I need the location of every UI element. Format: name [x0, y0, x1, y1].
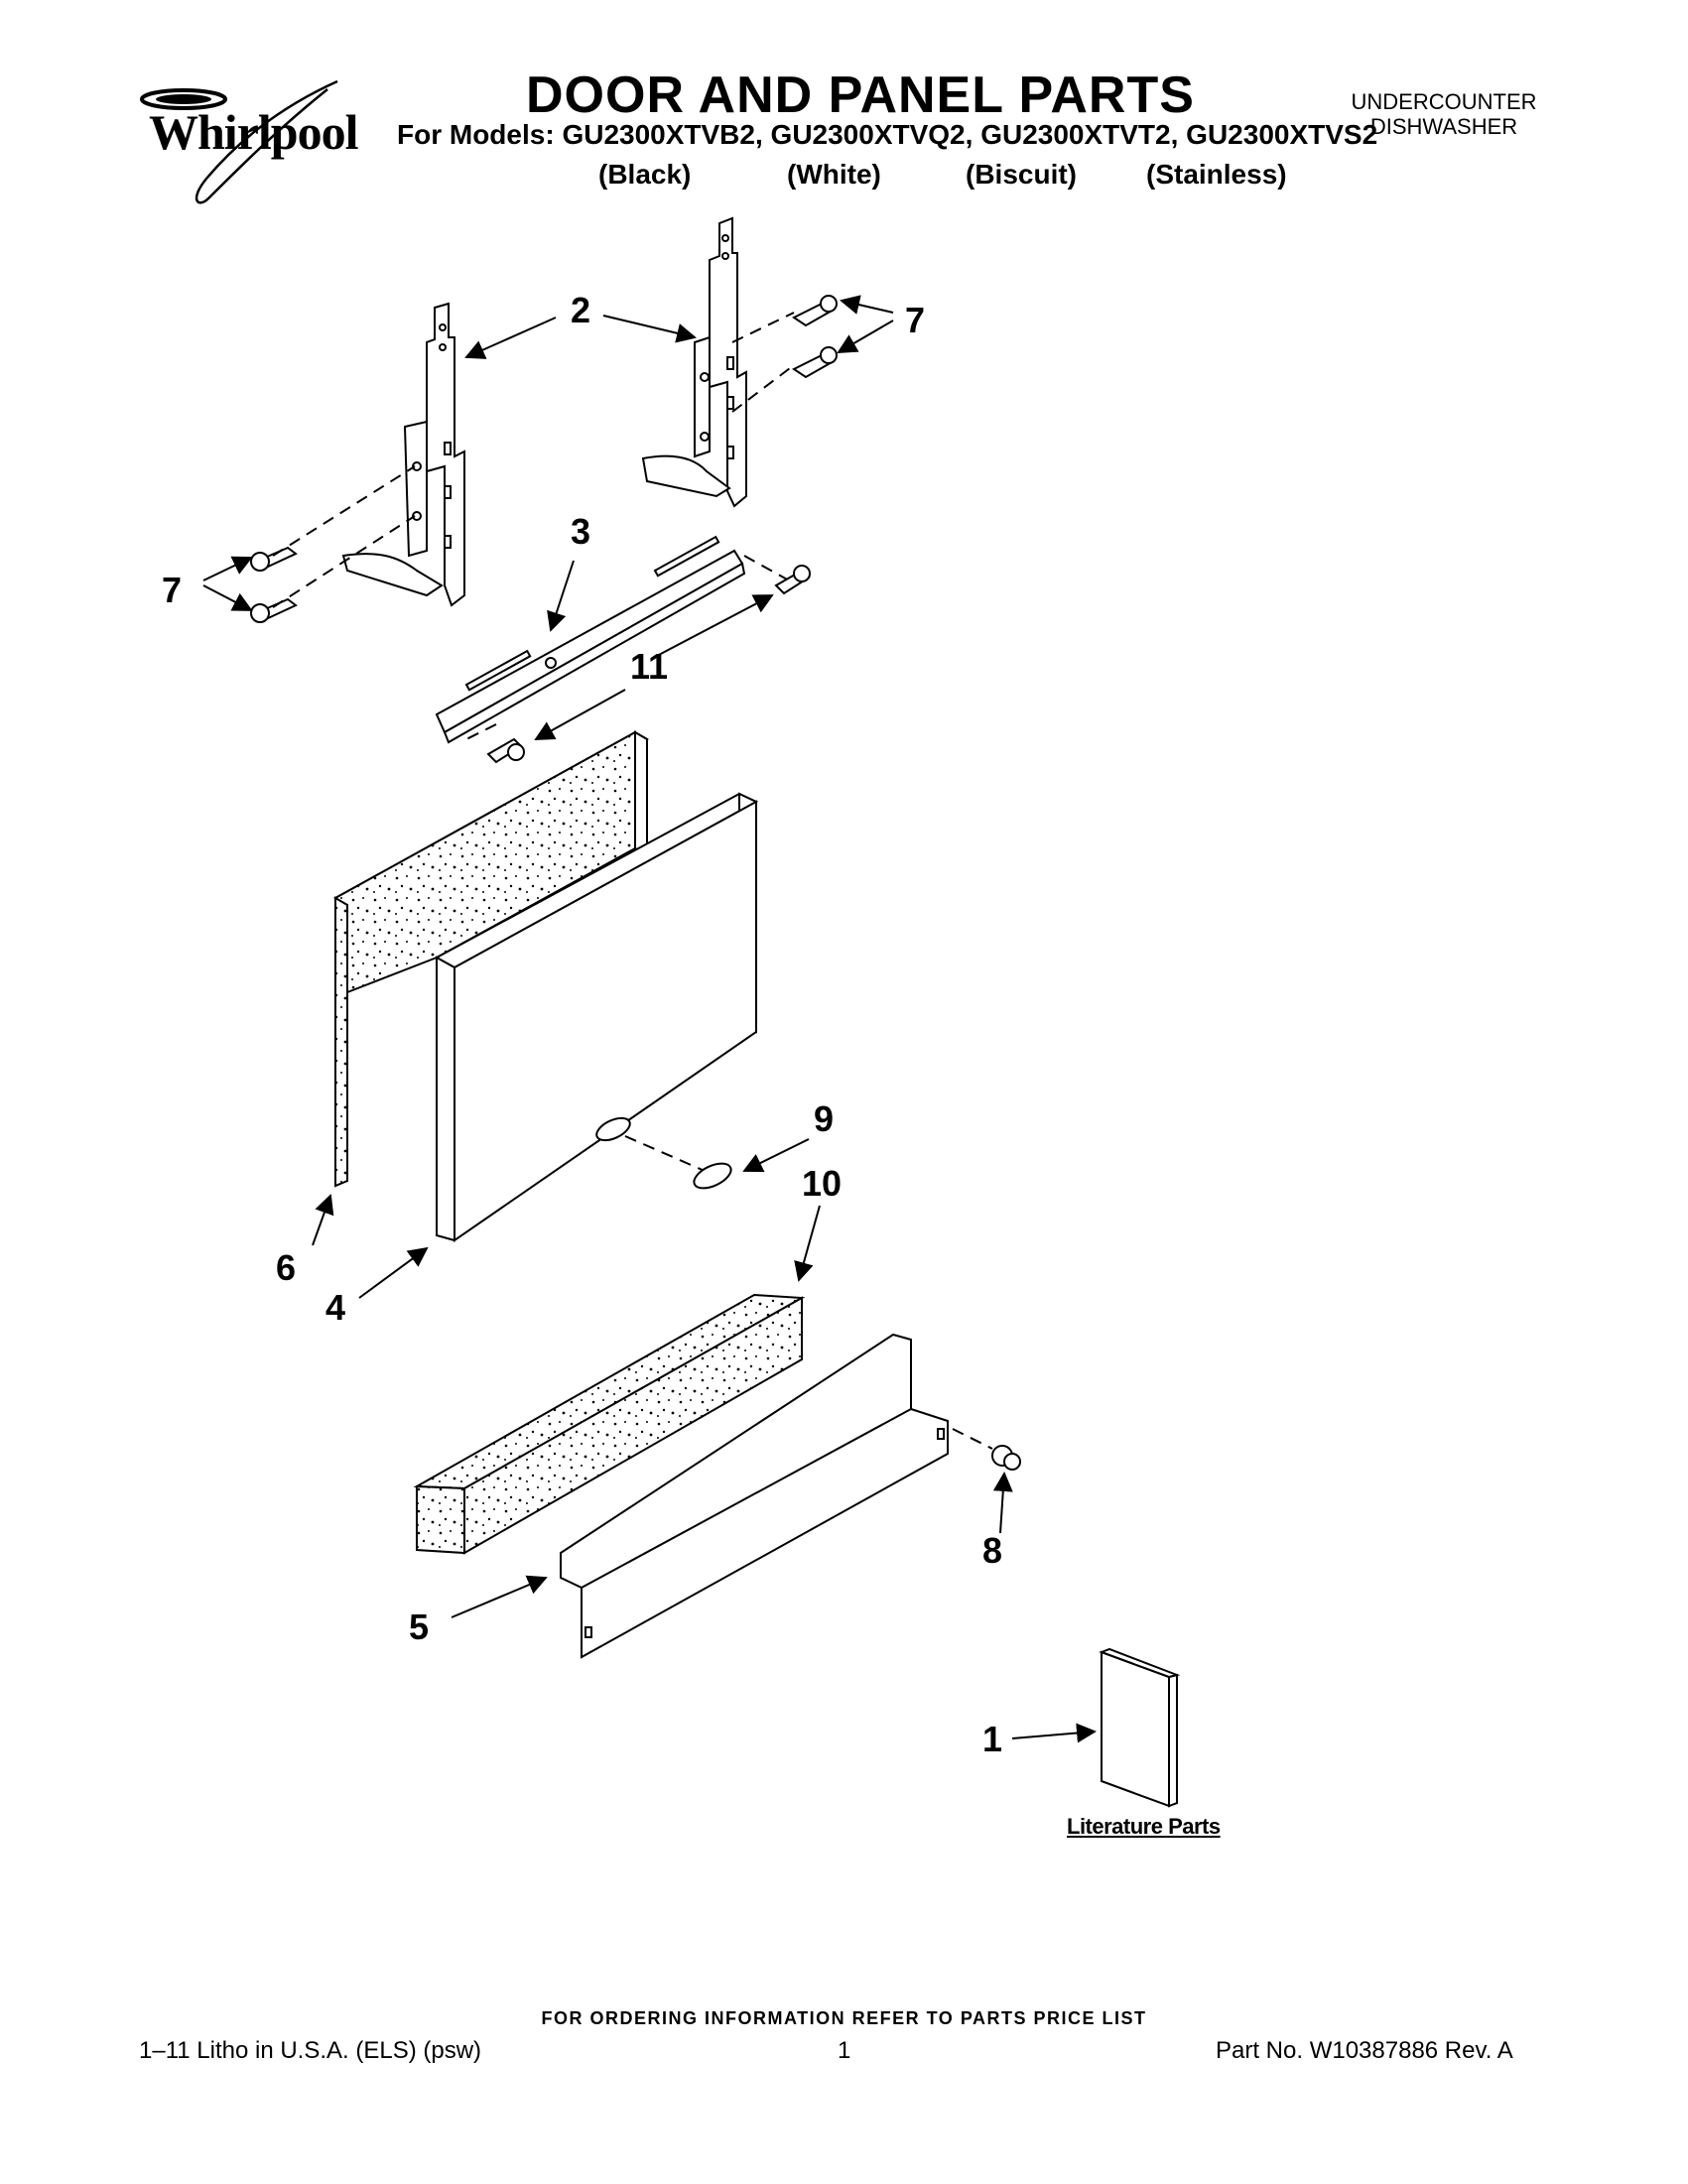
right-hinge-bracket [641, 216, 747, 508]
badge [693, 1162, 732, 1190]
callout-1: 1 [982, 1719, 1002, 1759]
callout-5: 5 [409, 1606, 429, 1647]
rail-screws [486, 565, 811, 764]
litho-info: 1–11 Litho in U.S.A. (ELS) (psw) [139, 2037, 482, 2064]
door-panel [434, 792, 759, 1242]
color-label-white: (White) [787, 159, 881, 190]
callout-3: 3 [571, 511, 590, 552]
ordering-note: FOR ORDERING INFORMATION REFER TO PARTS … [541, 2008, 1147, 2028]
callout-10: 10 [802, 1163, 842, 1204]
screws-right [792, 295, 838, 379]
callout-7-left: 7 [162, 570, 182, 610]
callout-6: 6 [276, 1247, 296, 1288]
models-line: For Models: GU2300XTVB2, GU2300XTVQ2, GU… [397, 119, 1378, 150]
whirlpool-logo [140, 79, 338, 204]
screws-left [250, 546, 298, 623]
page-title: DOOR AND PANEL PARTS [526, 66, 1195, 124]
callout-9: 9 [814, 1098, 834, 1139]
insulation-panel [332, 730, 650, 1188]
callout-8: 8 [982, 1530, 1002, 1571]
callout-11: 11 [630, 646, 668, 687]
color-label-black: (Black) [598, 159, 692, 190]
callout-2: 2 [571, 290, 590, 330]
left-hinge-bracket [341, 302, 465, 607]
color-label-biscuit: (Biscuit) [966, 159, 1077, 190]
toe-panel [560, 1333, 949, 1659]
product-type: UNDERCOUNTER DISHWASHER [1351, 89, 1537, 140]
clip [991, 1445, 1021, 1471]
callout-4: 4 [325, 1287, 345, 1328]
page-number: 1 [838, 2037, 851, 2064]
color-label-stainless: (Stainless) [1146, 159, 1287, 190]
callout-7-right: 7 [905, 300, 925, 340]
brand-name: Whirlpool [149, 104, 358, 160]
part-number: Part No. W10387886 Rev. A [1216, 2037, 1513, 2064]
literature-booklet [1099, 1647, 1181, 1808]
mounting-rail [435, 535, 746, 744]
foam-block [413, 1293, 806, 1555]
literature-parts-label: Literature Parts [1067, 1814, 1221, 1839]
